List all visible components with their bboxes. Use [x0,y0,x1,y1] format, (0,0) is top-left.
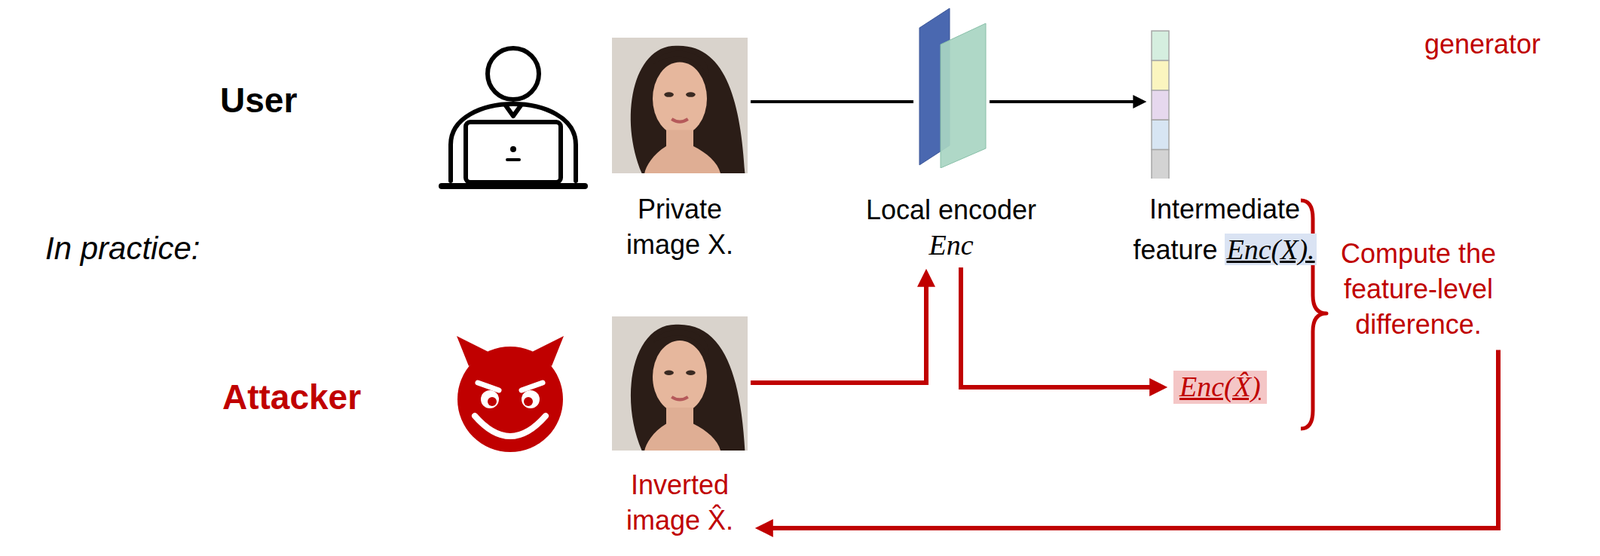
feature-box: Enc(X̂) [1173,370,1267,404]
arrow-connector [989,100,1135,104]
attacker-icon [456,336,564,453]
note-node: Compute the feature-level difference. [1327,236,1509,343]
encoder-shape [913,5,990,169]
role-label: User [220,79,297,121]
feature-vector [1150,30,1170,179]
feature-node: Intermediate featureEnc(X). [1150,30,1170,273]
face-photo [611,316,748,451]
image-node: Inverted image X̂. [611,316,748,539]
node-text: Compute the feature-level difference. [1327,236,1509,343]
note-text: generator [1424,28,1541,61]
caption: Local encoderEnc [838,192,1065,264]
node-text: Enc(X). [1224,233,1316,266]
caption: Intermediate featureEnc(X). [1104,191,1346,273]
section-label: In practice: [45,230,200,267]
arrow-connector [960,267,1152,388]
node-text: Local encoder [838,192,1065,228]
image-node: Private image X. [611,37,748,263]
user-icon [441,48,585,187]
node-text: Private image X. [611,191,748,263]
encoder-node: Local encoderEnc [913,5,990,264]
node-text: Enc(X̂) [1179,371,1261,404]
face-photo [611,37,748,174]
role-label: Attacker [222,376,361,418]
caption: Inverted image X̂. [611,467,748,539]
arrow-connector [770,349,1499,529]
arrow-connector [750,100,914,104]
caption: Private image X. [611,191,748,263]
node-text: Inverted image X̂. [611,467,748,539]
node-text: Enc [838,227,1065,264]
arrow-connector [750,284,927,383]
